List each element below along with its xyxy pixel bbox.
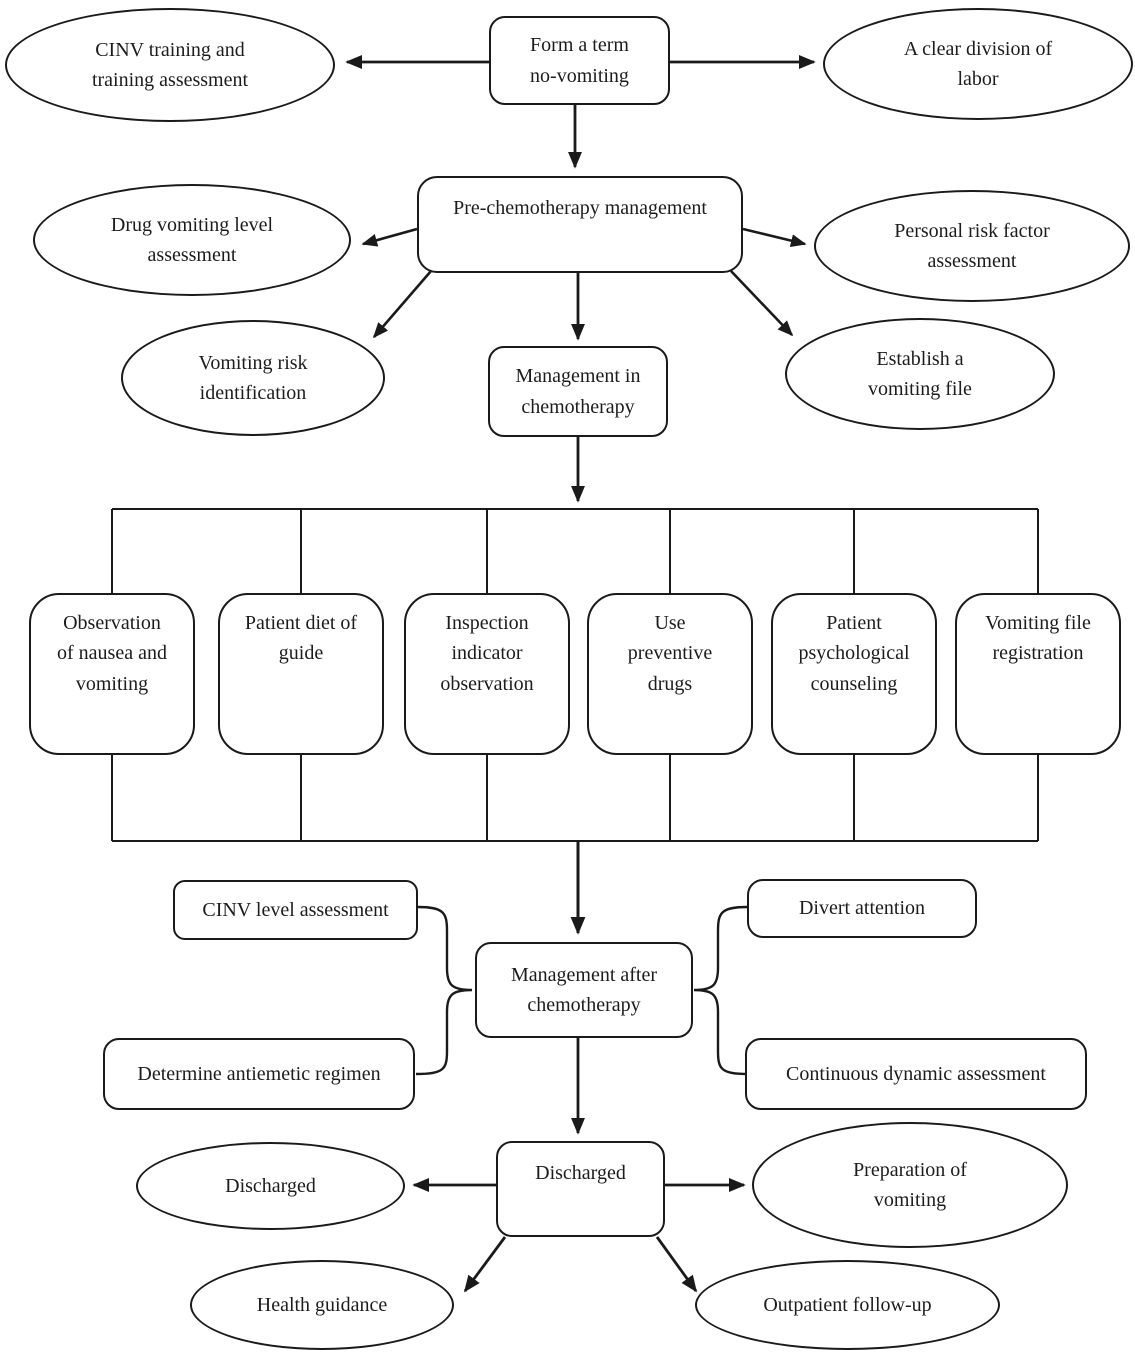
node-discharged-box: Discharged [496,1141,665,1237]
grid-bottom-connectors [111,755,1039,841]
arrow-prechemo-to-establish [730,270,794,337]
node-vomiting-risk-identification: Vomiting risk identification [121,320,385,436]
arrow-prechemo-to-personal [742,227,807,248]
node-prechemo-management: Pre-chemotherapy management [417,176,743,273]
arrow-prechemo-to-vomitrisk [372,270,432,339]
node-health-guidance: Health guidance [190,1260,454,1350]
node-cinv-level-assessment: CINV level assessment [173,880,418,940]
node-management-in-chemotherapy: Management in chemotherapy [488,346,668,437]
brace-right [693,905,749,1076]
node-cinv-training: CINV training and training assessment [5,8,335,122]
node-establish-vomiting-file: Establish a vomiting file [785,318,1055,430]
node-determine-antiemetic-regimen: Determine antiemetic regimen [103,1038,415,1110]
node-task-psychological-counseling: Patient psychological counseling [771,593,937,755]
node-outpatient-follow-up: Outpatient follow-up [695,1260,1000,1350]
node-task-file-registration: Vomiting file registration [955,593,1121,755]
arrow-discharged-to-health [463,1236,507,1293]
grid-top-connectors [111,509,1039,593]
node-discharged-ellipse: Discharged [136,1142,405,1230]
node-task-inspection-indicator: Inspection indicator observation [404,593,570,755]
node-divert-attention: Divert attention [747,879,977,938]
node-personal-risk-factor: Personal risk factor assessment [814,190,1130,302]
node-drug-vomiting-level: Drug vomiting level assessment [33,184,351,296]
brace-left [415,905,473,1076]
node-form-a-term: Form a term no-vomiting [489,16,670,105]
node-task-diet-guide: Patient diet of guide [218,593,384,755]
node-management-after-chemotherapy: Management after chemotherapy [475,942,693,1038]
node-division-of-labor: A clear division of labor [823,8,1133,120]
node-preparation-of-vomiting: Preparation of vomiting [752,1122,1068,1248]
arrow-discharged-to-outpatient [655,1236,698,1293]
arrow-prechemo-to-drug [361,227,418,247]
node-continuous-dynamic-assessment: Continuous dynamic assessment [745,1038,1087,1110]
node-task-observation: Observation of nausea and vomiting [29,593,195,755]
node-task-preventive-drugs: Use preventive drugs [587,593,753,755]
